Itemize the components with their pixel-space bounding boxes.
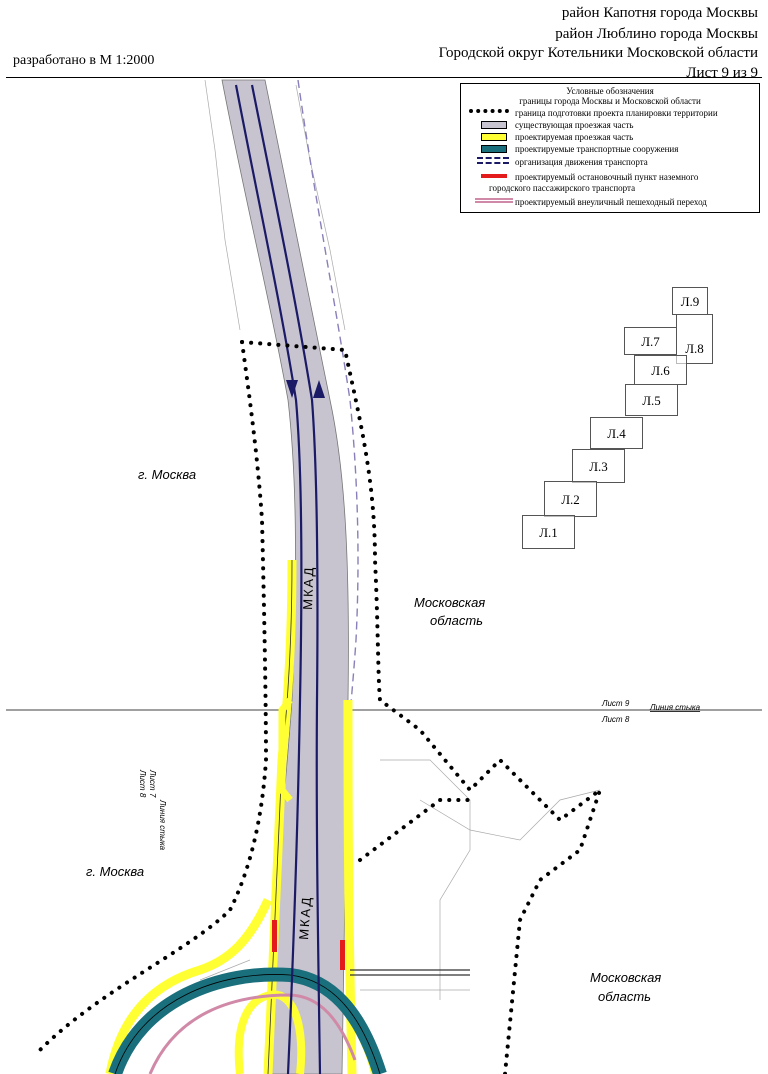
label-sheet8-left: Лист 8	[138, 769, 147, 798]
bus-stop-west	[272, 920, 277, 952]
bus-stop-east	[340, 940, 345, 970]
sheet-index-l5: Л.5	[625, 384, 678, 416]
sheet-index-l6: Л.6	[634, 355, 687, 385]
projected-ramp-south-west	[105, 898, 273, 1074]
label-moscow-top: г. Москва	[138, 467, 196, 482]
pedestrian-crossing	[148, 993, 357, 1074]
project-boundary-dotted-west	[38, 340, 269, 1052]
transport-structure-swatch	[481, 145, 507, 153]
label-oblast-top-2: область	[430, 613, 483, 628]
label-oblast-bottom-1: Московская	[590, 970, 661, 985]
traffic-lanes	[234, 84, 322, 1074]
legend-item-project-boundary: граница подготовки проекта планировки те…	[467, 107, 755, 119]
pedestrian-crossing-swatch	[475, 198, 513, 203]
sheet-index-l2: Л.2	[544, 481, 597, 517]
bus-stop-swatch	[481, 174, 507, 178]
legend-item-pedestrian-crossing: проектируемый внеуличный пешеходный пере…	[467, 196, 755, 208]
projected-roadway-swatch	[481, 133, 507, 141]
legend-item-projected-roadway: проектируемая проезжая часть	[467, 131, 755, 143]
label-oblast-bottom-2: область	[598, 989, 651, 1004]
label-mkad-top: МКАД	[300, 565, 317, 610]
header-district-kotelniki: Городской округ Котельники Московской об…	[438, 45, 758, 61]
direction-arrow-south	[286, 380, 298, 398]
header-district-lyublino: район Люблино города Москвы	[555, 26, 758, 42]
projected-ramp-north	[278, 697, 293, 803]
scale-note: разработано в М 1:2000	[13, 53, 155, 68]
projected-overpass-edge	[114, 974, 381, 1074]
label-oblast-top-1: Московская	[414, 595, 485, 610]
label-mkad-bottom: МКАД	[296, 895, 314, 940]
direction-arrow-north	[313, 380, 325, 398]
mkad-existing-roadway	[221, 79, 349, 1074]
label-sheet8: Лист 8	[601, 715, 630, 724]
sheet-index-l7: Л.7	[624, 327, 677, 355]
traffic-direction-icon	[477, 157, 509, 159]
cadastral-lines	[199, 79, 601, 1000]
legend-item-traffic: организация движения транспорта	[467, 156, 755, 168]
dotted-boundary-icon	[469, 109, 509, 113]
label-join-line-left: Линия стыка	[158, 799, 167, 851]
sheet-index-l1: Л.1	[522, 515, 575, 549]
label-sheet7-left: Лист 7	[148, 769, 157, 798]
legend-item-transport-structures: проектируемые транспортные сооружения	[467, 143, 755, 155]
sheet-index-l9: Л.9	[672, 287, 708, 315]
existing-roadway-swatch	[481, 121, 507, 129]
legend-title-boundary: границы города Москвы и Московской облас…	[519, 96, 701, 106]
project-boundary-dotted	[240, 340, 604, 1074]
label-sheet9: Лист 9	[601, 699, 630, 708]
label-moscow-bottom: г. Москва	[86, 864, 144, 879]
frame-top-line	[6, 77, 762, 78]
sheet-index-l4: Л.4	[590, 417, 643, 449]
legend-title: Условные обозначения	[566, 86, 654, 96]
header-district-kapotnya: район Капотня города Москвы	[561, 5, 758, 21]
legend-item-existing-roadway: существующая проезжая часть	[467, 119, 755, 131]
legend-item-bus-stop: проектируемый остановочный пункт наземно…	[467, 171, 755, 195]
sheet-index-l3: Л.3	[572, 449, 625, 483]
project-boundary-dotted-inner	[358, 798, 472, 862]
map-legend: Условные обозначения границы города Моск…	[460, 83, 760, 213]
label-join-line-right: Линия стыка	[649, 703, 701, 712]
